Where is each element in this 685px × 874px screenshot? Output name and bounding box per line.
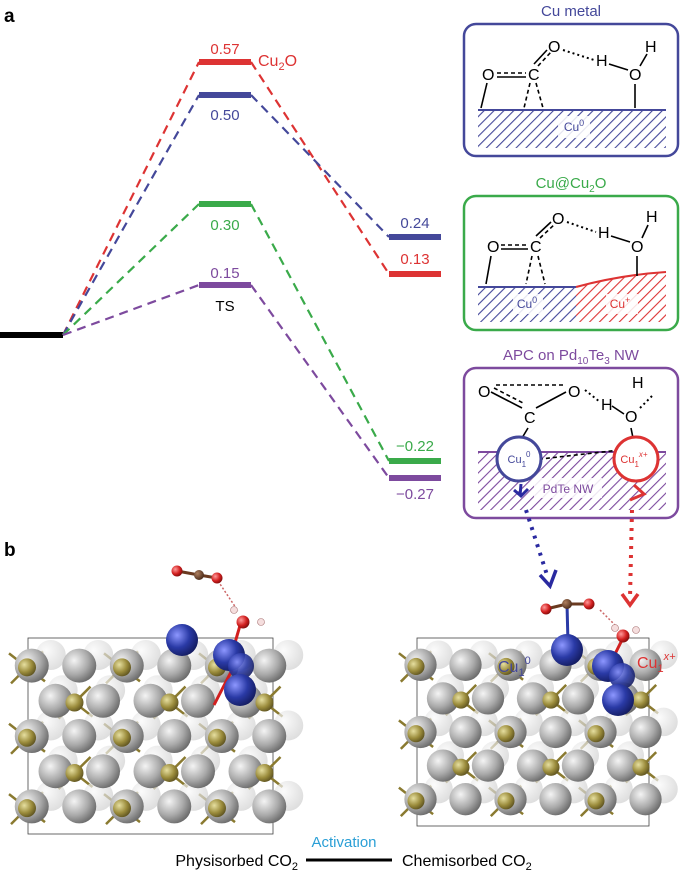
cu2o-series-label: Cu2O [258,53,297,73]
panel-a-label: a [4,6,15,27]
cu2o-ts-value: 0.57 [210,41,239,58]
svg-text:O: O [487,239,499,256]
svg-text:C: C [528,67,540,84]
svg-text:O: O [552,211,564,228]
svg-text:O: O [548,39,560,56]
svg-text:H: H [632,375,644,392]
cu-at-cu2o-left-label: Cu0 [517,295,537,311]
apc-cux-site [612,435,660,483]
svg-text:H: H [598,225,610,242]
apc-ts-value: 0.15 [210,265,239,282]
cu-metal-molecule: O C O H O H [480,39,657,109]
svg-text:H: H [601,397,613,414]
svg-text:C: C [530,239,542,256]
physisorbed-label: Physisorbed CO2 [175,853,298,873]
activation-label: Activation [311,834,376,851]
chemisorbed-cux-label: Cu1x+ [637,651,676,675]
cuatcu2o-ts-value: 0.30 [210,217,239,234]
svg-text:O: O [629,67,641,84]
svg-text:O: O [482,67,494,84]
cu0-dotted-arrow [524,509,550,579]
cuatcu2o-final-value: −0.22 [396,438,434,455]
svg-text:O: O [478,384,490,401]
apc-cu0-label: Cu10 [508,450,532,469]
apc-surface-label: PdTe NW [543,482,594,496]
cu2o-path [62,61,390,336]
left-adsorbate [166,565,265,706]
chemisorbed-label: Chemisorbed CO2 [402,853,532,873]
chemisorbed-cu0-label: Cu10 [498,655,531,679]
svg-text:H: H [596,53,608,70]
cu-metal-title: Cu metal [541,3,601,20]
cu-ts-value: 0.50 [210,107,239,124]
chemisorbed-structure [398,637,678,827]
ts-label: TS [215,298,234,315]
cu-at-cu2o-molecule: O C O H O H [485,209,658,285]
svg-text:H: H [646,209,658,226]
reaction-paths [62,61,390,479]
cux-dotted-arrow [628,509,634,599]
svg-text:O: O [625,409,637,426]
svg-text:O: O [568,384,580,401]
right-adsorbate [540,598,640,716]
apc-title: APC on Pd10Te3 NW [503,347,640,367]
apc-cux-label: Cu1x+ [620,450,648,469]
apc-final-value: −0.27 [396,486,434,503]
cu-at-cu2o-right-label: Cu+ [610,295,631,311]
apc-cu0-site [495,435,543,483]
cu-at-cu2o-title: Cu@Cu2O [536,175,607,195]
svg-text:C: C [524,410,536,427]
svg-text:H: H [645,39,657,56]
cu-final-value: 0.24 [400,215,429,232]
cu-metal-surface-label: Cu0 [564,118,584,134]
svg-text:O: O [631,239,643,256]
physisorbed-structure [8,637,304,835]
cuatcu2o-path [62,203,390,462]
cu-path [62,94,390,336]
cu2o-final-value: 0.13 [400,251,429,268]
apc-molecule: O C O H O H [478,375,653,461]
panel-b-label: b [4,540,16,561]
apc-path [62,283,390,479]
